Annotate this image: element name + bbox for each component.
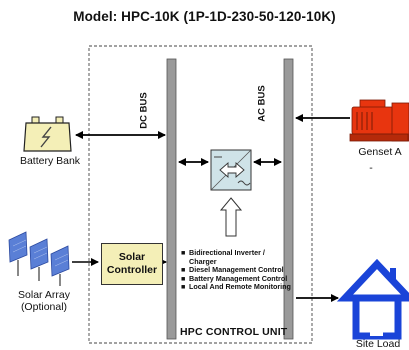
hollow-up-arrow: [219, 197, 243, 237]
function-item: ■Battery Management Control: [181, 273, 288, 283]
hpc-unit-boundary: [88, 45, 313, 344]
site-load-icon: [336, 258, 409, 340]
solar-controller-line1: Solar: [118, 251, 146, 263]
function-list: ■Bidirectional Inverter / Charger ■Diese…: [181, 248, 291, 292]
diagram-title: Model: HPC-10K (1P-1D-230-50-120-10K): [73, 9, 336, 24]
dc-bus-label: DC BUS: [138, 92, 150, 129]
solar-controller-box: Solar Controller: [101, 243, 163, 285]
function-item: ■Local And Remote Monitoring: [181, 282, 291, 292]
solar-array-label-line2: (Optional): [20, 301, 68, 313]
battery-bank-icon: [23, 116, 72, 152]
ac-bus-bar: [283, 58, 294, 340]
solar-array-icon: [8, 231, 70, 286]
solar-array-label-line1: Solar Array: [18, 289, 70, 301]
genset-icon: [349, 99, 409, 142]
ac-bus-label: AC BUS: [256, 85, 268, 122]
function-item: ■Bidirectional Inverter /: [181, 248, 265, 257]
solar-controller-line2: Controller: [106, 264, 158, 276]
solar-array-label: Solar Array (Optional): [8, 289, 80, 313]
battery-bank-label: Battery Bank: [19, 155, 81, 167]
site-load-label: Site Load: [355, 338, 401, 350]
function-item-continued: Charger: [189, 256, 217, 266]
genset-dash: -: [369, 162, 373, 174]
genset-label: Genset A: [358, 146, 402, 158]
inverter-icon: [210, 149, 252, 191]
function-item: ■Diesel Management Control: [181, 265, 284, 275]
hpc-unit-label: HPC CONTROL UNIT: [180, 326, 288, 338]
dc-bus-bar: [166, 58, 177, 340]
